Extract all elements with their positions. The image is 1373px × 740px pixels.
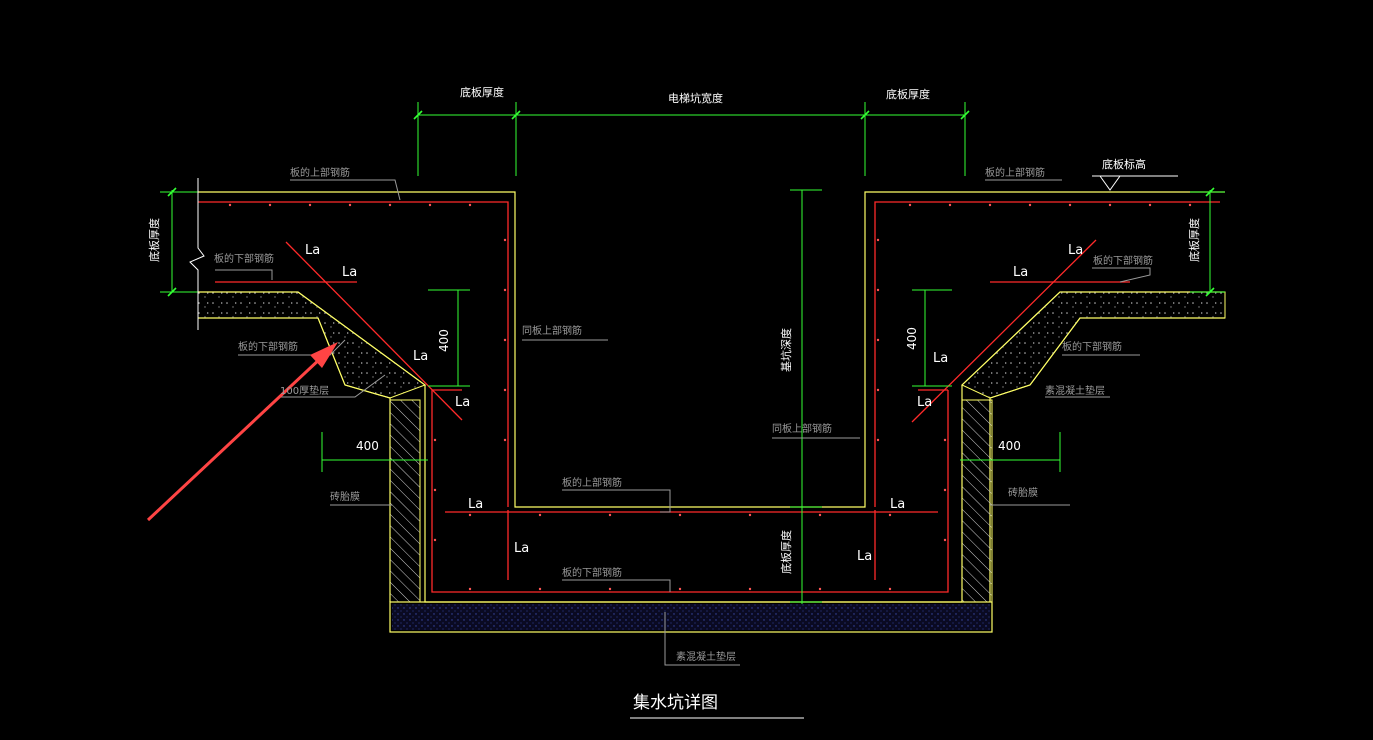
note-pit-top-bar: 板的上部钢筋 (562, 476, 622, 489)
note-cushion-left: 100厚垫层 (280, 384, 329, 397)
annotation-arrow (146, 342, 338, 522)
la-label: La (468, 497, 483, 512)
dim-400-horizontal-right: 400 (998, 439, 1021, 453)
note-bottom-bar-right-1: 板的下部钢筋 (1093, 254, 1153, 267)
brick-wall-right (961, 399, 993, 603)
la-label: La (1013, 265, 1028, 280)
dim-pit-depth: 基坑深度 (779, 328, 793, 372)
dim-pit-slab-thk: 底板厚度 (779, 530, 793, 574)
la-label: La (455, 395, 470, 410)
la-label: La (857, 549, 872, 564)
la-label: La (342, 265, 357, 280)
bottom-cushion (392, 604, 990, 630)
rebar-dots (228, 203, 1192, 591)
dim-slab-thk-right: 底板厚度 (886, 87, 930, 101)
note-cushion-right: 素混凝土垫层 (1045, 384, 1105, 397)
note-bottom-bar-right-2: 板的下部钢筋 (1062, 340, 1122, 353)
la-label: La (305, 243, 320, 258)
dim-400-horizontal-left: 400 (356, 439, 379, 453)
rebar-lines (198, 201, 1220, 593)
la-label: La (917, 395, 932, 410)
elevation-symbol (1092, 175, 1178, 191)
dim-pit-width: 电梯坑宽度 (668, 91, 723, 105)
note-bottom-bar-left-2: 板的下部钢筋 (238, 340, 298, 353)
note-wall-top-bar-right: 同板上部钢筋 (772, 422, 832, 435)
dim-400-vertical-left: 400 (437, 329, 451, 352)
dimension-ticks (167, 110, 1215, 297)
la-label: La (933, 351, 948, 366)
slope-cushion-right (961, 291, 1226, 399)
la-label: La (413, 349, 428, 364)
note-pit-bottom-bar: 板的下部钢筋 (562, 566, 622, 579)
slope-cushion-left (197, 291, 427, 399)
slab-elevation-label: 底板标高 (1102, 157, 1146, 171)
dim-400-vertical-right: 400 (905, 327, 919, 350)
brick-wall-left (389, 399, 421, 603)
dim-slab-thk-left: 底板厚度 (460, 85, 504, 99)
note-brick-right: 砖胎膜 (1008, 486, 1038, 499)
dim-slab-thk-side-right: 底板厚度 (1187, 218, 1201, 262)
la-label: La (890, 497, 905, 512)
structure-outline (198, 191, 1225, 633)
note-brick-left: 砖胎膜 (330, 490, 360, 503)
note-bottom-cushion: 素混凝土垫层 (676, 650, 736, 663)
la-label: La (1068, 243, 1083, 258)
note-top-bar-left: 板的上部钢筋 (290, 166, 350, 179)
break-line (189, 178, 205, 330)
note-wall-top-bar-left: 同板上部钢筋 (522, 324, 582, 337)
la-label: La (514, 541, 529, 556)
drawing-title: 集水坑详图 (633, 693, 718, 713)
dim-slab-thk-side-left: 底板厚度 (147, 218, 161, 262)
note-top-bar-right: 板的上部钢筋 (985, 166, 1045, 179)
note-bottom-bar-left-1: 板的下部钢筋 (214, 252, 274, 265)
